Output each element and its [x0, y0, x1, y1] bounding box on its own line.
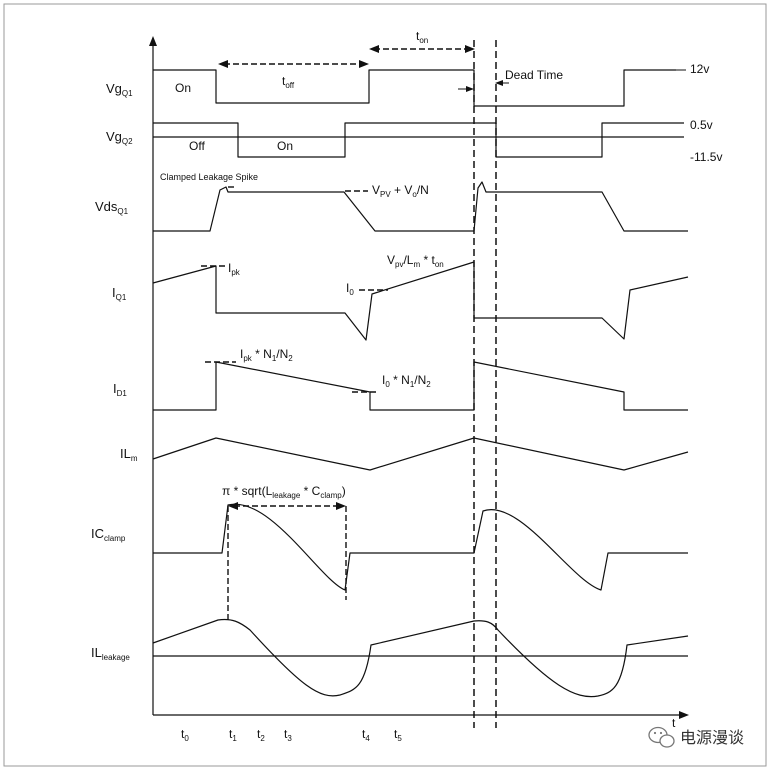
vgq2-on-label: On [277, 139, 293, 153]
slope-label: Vpv/Lm * ton [387, 253, 444, 269]
ipk-n-label: Ipk * N1/N2 [240, 347, 293, 363]
level-neg-label: -11.5v [690, 150, 722, 164]
ipk-label: Ipk [228, 261, 241, 277]
time-tick-t4: t4 [362, 727, 370, 743]
time-tick-t1: t1 [229, 727, 237, 743]
vgq1-waveform [153, 69, 676, 107]
time-tick-t2: t2 [257, 727, 265, 743]
vgq1-on-label: On [175, 81, 191, 95]
dead-time-label: Dead Time [505, 68, 563, 82]
toff-arrow-right [359, 60, 369, 68]
dead-time-arrow-left [466, 86, 474, 92]
label-vdsq1: VdsQ1 [95, 199, 129, 216]
time-tick-t5: t5 [394, 727, 402, 743]
ileak-waveform [152, 618, 689, 698]
label-vgq1: VgQ1 [106, 81, 133, 98]
label-vgq2: VgQ2 [106, 129, 133, 146]
level-05v-label: 0.5v [690, 118, 713, 132]
dead-time-arrow-right [495, 80, 503, 86]
watermark-text: 电源漫谈 [680, 728, 744, 747]
clamped-spike-label: Clamped Leakage Spike [160, 172, 258, 182]
time-axis-label: t [672, 716, 676, 730]
vgq2-off-label: Off [189, 139, 205, 153]
vertical-axis-arrow [149, 36, 157, 46]
label-iq1: IQ1 [112, 285, 127, 302]
vgq2-waveform [153, 122, 684, 158]
toff-arrow-left [218, 60, 228, 68]
id1-waveform [153, 361, 688, 411]
i0-n-label: I0 * N1/N2 [382, 373, 431, 389]
label-ilm: ILm [120, 446, 138, 463]
ilm-waveform [152, 437, 689, 471]
label-iclamp: ICclamp [91, 526, 126, 543]
resonance-arrow-left [228, 502, 238, 510]
ton-arrow-right [465, 45, 475, 53]
time-tick-t3: t3 [284, 727, 292, 743]
resonance-arrow-right [336, 502, 346, 510]
wechat-icon [648, 726, 675, 748]
ton-arrow-left [369, 45, 379, 53]
vpv-eq-label: VPV + Vo/N [372, 183, 429, 199]
resonance-label: π * sqrt(Lleakage * Cclamp) [222, 484, 346, 500]
time-tick-t0: t0 [181, 727, 189, 743]
time-axis-arrow [679, 711, 689, 719]
toff-label: toff [282, 74, 295, 90]
i0-label: I0 [346, 281, 354, 297]
ton-label: ton [416, 29, 428, 45]
level-12v-label: 12v [690, 62, 709, 76]
label-ileak: ILleakage [91, 645, 130, 662]
diagram-frame [3, 3, 767, 767]
iclamp-waveform [153, 503, 688, 591]
vdsq1-waveform [153, 181, 688, 232]
iq1-waveform [152, 261, 689, 341]
label-id1: ID1 [113, 381, 127, 398]
watermark: 电源漫谈 [648, 726, 744, 748]
